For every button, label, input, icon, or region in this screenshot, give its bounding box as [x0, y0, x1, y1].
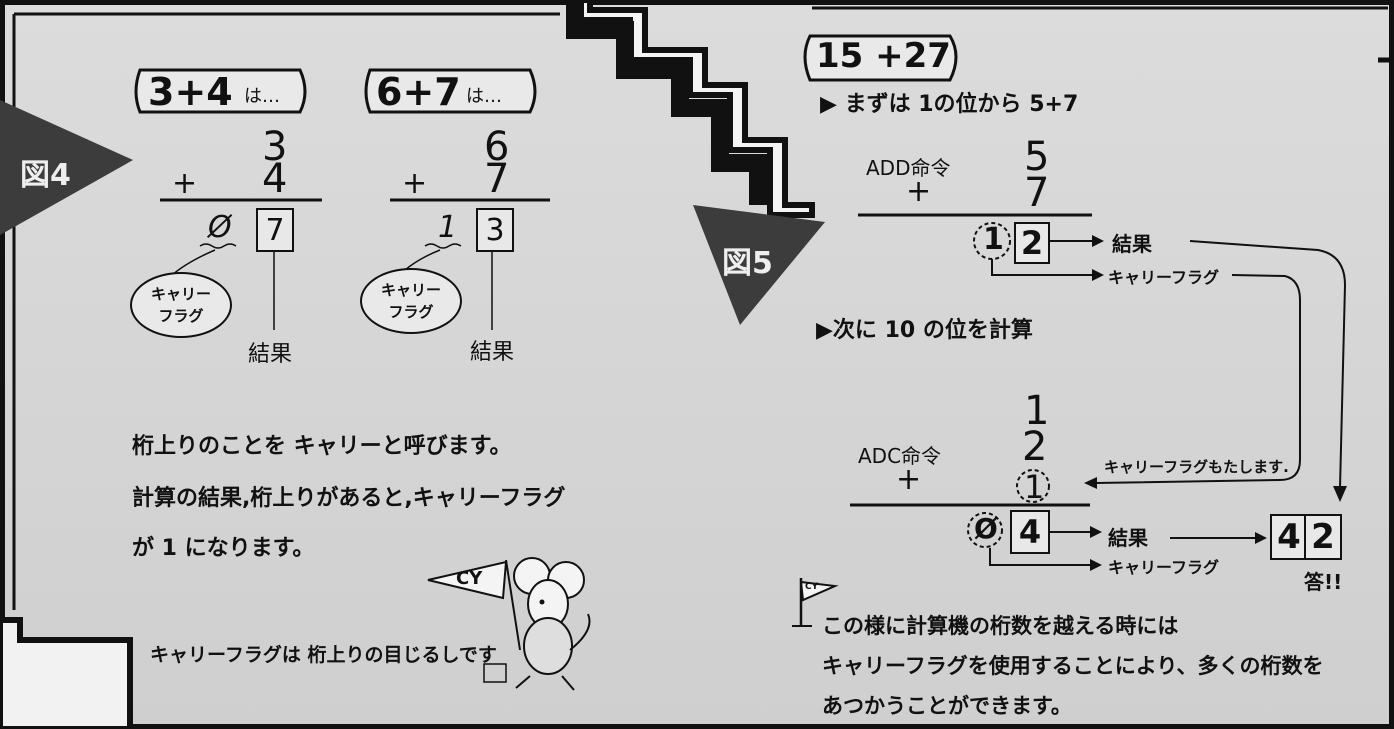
mouse-flag-text: CY: [456, 568, 483, 589]
header-suffix-right: は…: [466, 86, 502, 107]
adc-row1-digit: 1: [1024, 388, 1050, 434]
adc-row2-digit: 2: [1022, 424, 1048, 470]
header-bubble-right: [364, 68, 537, 114]
fig4-label: 図4: [20, 158, 71, 193]
conclusion-line-1: この様に計算機の桁数を越える時には: [822, 614, 1179, 638]
answer-label: 答!!: [1304, 570, 1343, 594]
bubble-line: キャリー: [380, 281, 441, 299]
add-bottom-digit: 7: [1024, 170, 1050, 216]
left-plus: +: [172, 166, 198, 201]
header-expr-right: 6+7: [376, 70, 461, 114]
step2-text: ▶次に 10 の位を計算: [816, 318, 1033, 343]
right-carry-bubble: キャリー フラグ: [360, 268, 462, 334]
answer-ones-box: 2: [1304, 514, 1342, 560]
adc-carry-flag-label: キャリーフラグ: [1108, 558, 1220, 577]
add-result-box: 2: [1014, 222, 1050, 264]
stair-corner-left: [0, 617, 133, 729]
adc-result-box: 4: [1010, 510, 1050, 554]
add-result-label: 結果: [1112, 232, 1152, 256]
left-bottom-digit: 4: [262, 156, 288, 202]
mouse-illustration: [483, 557, 591, 691]
header-expr-left: 3+4: [148, 70, 233, 114]
fig4-pennant: [0, 100, 133, 235]
mouse-caption: キャリーフラグは 桁上りの目じるしです: [150, 644, 497, 666]
bubble-line: フラグ: [388, 303, 434, 321]
adc-plus: +: [896, 462, 922, 497]
bubble-line: キャリー: [150, 285, 211, 303]
explanation-line-1: 桁上りのことを キャリーと呼びます。: [132, 434, 512, 459]
right-top-digit: 6: [484, 124, 510, 170]
adc-result-label: 結果: [1108, 526, 1148, 550]
problem-bubble: [803, 34, 958, 82]
add-top-digit: 5: [1024, 134, 1050, 180]
adc-carry-digit: Ø: [974, 512, 998, 545]
explanation-line-2: 計算の結果,桁上りがあると,キャリーフラグ: [132, 486, 566, 511]
header-bubble-left: [134, 68, 307, 114]
small-flag-text: CY: [805, 582, 819, 592]
header-suffix-left: は…: [244, 86, 280, 107]
left-top-digit: 3: [262, 124, 288, 170]
adc-carry-note: キャリーフラグもたします.: [1104, 458, 1289, 476]
answer-tens-box: 4: [1270, 514, 1308, 560]
conclusion-line-3: あつかうことができます。: [822, 694, 1072, 718]
right-carry-digit: 1: [438, 210, 458, 245]
stair-shadow: [566, 0, 767, 205]
fig5-label: 図5: [722, 246, 773, 281]
right-result-box: 3: [476, 208, 514, 252]
add-carry-flag-label: キャリーフラグ: [1108, 268, 1220, 287]
left-result-box: 7: [256, 208, 294, 252]
left-result-label: 結果: [248, 342, 293, 367]
add-carry-digit: 1: [983, 222, 1004, 257]
adc-row3-digit: 1: [1024, 468, 1045, 506]
right-plus: +: [402, 166, 428, 201]
right-result-label: 結果: [470, 340, 515, 365]
problem-expression: 15 +27: [816, 36, 951, 76]
conclusion-line-2: キャリーフラグを使用することにより、多くの桁数を: [822, 654, 1324, 678]
right-bottom-digit: 7: [484, 156, 510, 202]
explanation-line-3: が 1 になります。: [132, 536, 315, 561]
mouse-flag: [427, 560, 508, 600]
fig5-pennant: [693, 205, 825, 325]
bubble-line: フラグ: [158, 307, 204, 325]
add-plus: +: [906, 174, 932, 209]
left-carry-digit: Ø: [208, 210, 232, 245]
step1-text: ▶ まずは 1の位から 5+7: [820, 92, 1079, 117]
left-carry-bubble: キャリー フラグ: [130, 272, 232, 338]
add-instruction-label: ADD命令: [866, 156, 951, 180]
adc-instruction-label: ADC命令: [858, 444, 942, 468]
